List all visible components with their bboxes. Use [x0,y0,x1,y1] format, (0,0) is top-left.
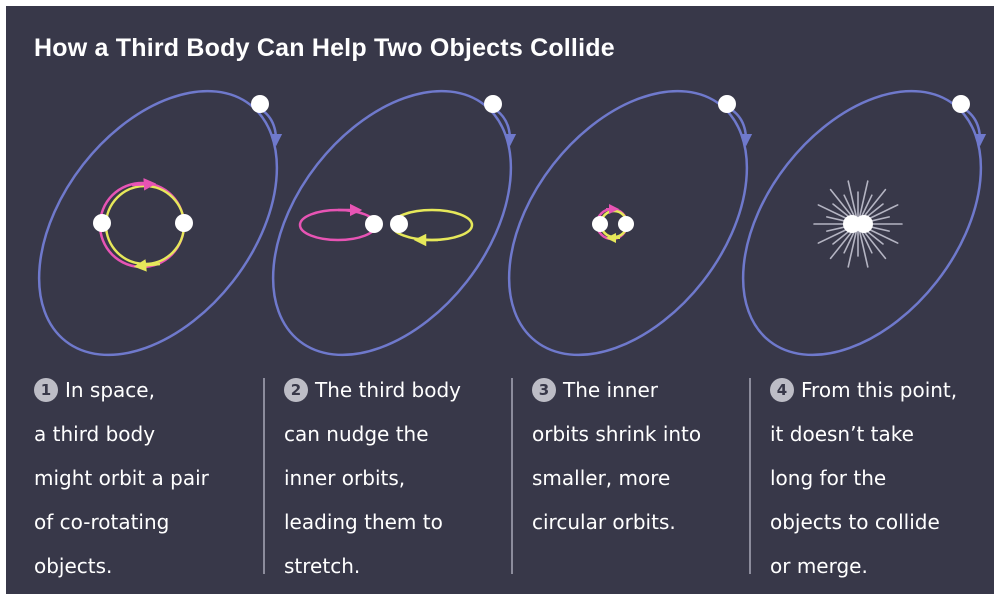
third-body [484,95,502,113]
pink-orbit-arrow [132,184,150,185]
outer-orbit-arrow [732,110,746,140]
outer-orbit-arrow [966,110,980,140]
step-line: circular orbits. [532,510,676,534]
step-line: The inner [563,378,658,402]
body-left [93,214,111,232]
outer-orbit [0,46,325,399]
outer-orbit-arrow [262,110,276,140]
step-number-badge: 2 [284,378,308,402]
panel-3-illustration [461,46,795,399]
step-line: objects. [34,554,112,578]
panel-1-illustration [0,46,325,399]
step-line: of co-rotating [34,510,169,534]
step-number-badge: 4 [770,378,794,402]
third-body [251,95,269,113]
body-left [592,216,608,232]
step-line: might orbit a pair [34,466,209,490]
body-right [175,214,193,232]
step-1: 1 In space, a third body might orbit a pa… [34,368,259,588]
step-line: can nudge the [284,422,429,446]
body-left [365,215,383,233]
step-line: The third body [315,378,461,402]
step-line: From this point, [801,378,957,402]
step-line: inner orbits, [284,466,405,490]
step-line: long for the [770,466,886,490]
body-right [390,215,408,233]
panel-2-illustration [225,46,559,399]
step-line: leading them to [284,510,443,534]
step-divider [263,378,265,574]
panel-4-illustration [695,46,1000,399]
body-right [855,215,873,233]
step-number-badge: 3 [532,378,556,402]
inner-orbit-pink [300,210,376,240]
third-body [718,95,736,113]
step-line: or merge. [770,554,868,578]
step-2: 2 The third body can nudge the inner orbi… [284,368,509,588]
step-3: 3 The inner orbits shrink into smaller, m… [532,368,757,544]
inner-orbit-yellow [106,186,184,264]
body-right [618,216,634,232]
step-line: stretch. [284,554,360,578]
outer-orbit-arrow [496,110,510,140]
step-line: smaller, more [532,466,670,490]
step-line: objects to collide [770,510,940,534]
step-divider [749,378,751,574]
step-4: 4 From this point, it doesn’t take long f… [770,368,995,588]
step-number-badge: 1 [34,378,58,402]
step-line: it doesn’t take [770,422,914,446]
third-body [952,95,970,113]
step-line: In space, [65,378,155,402]
step-line: orbits shrink into [532,422,701,446]
step-divider [511,378,513,574]
step-line: a third body [34,422,155,446]
